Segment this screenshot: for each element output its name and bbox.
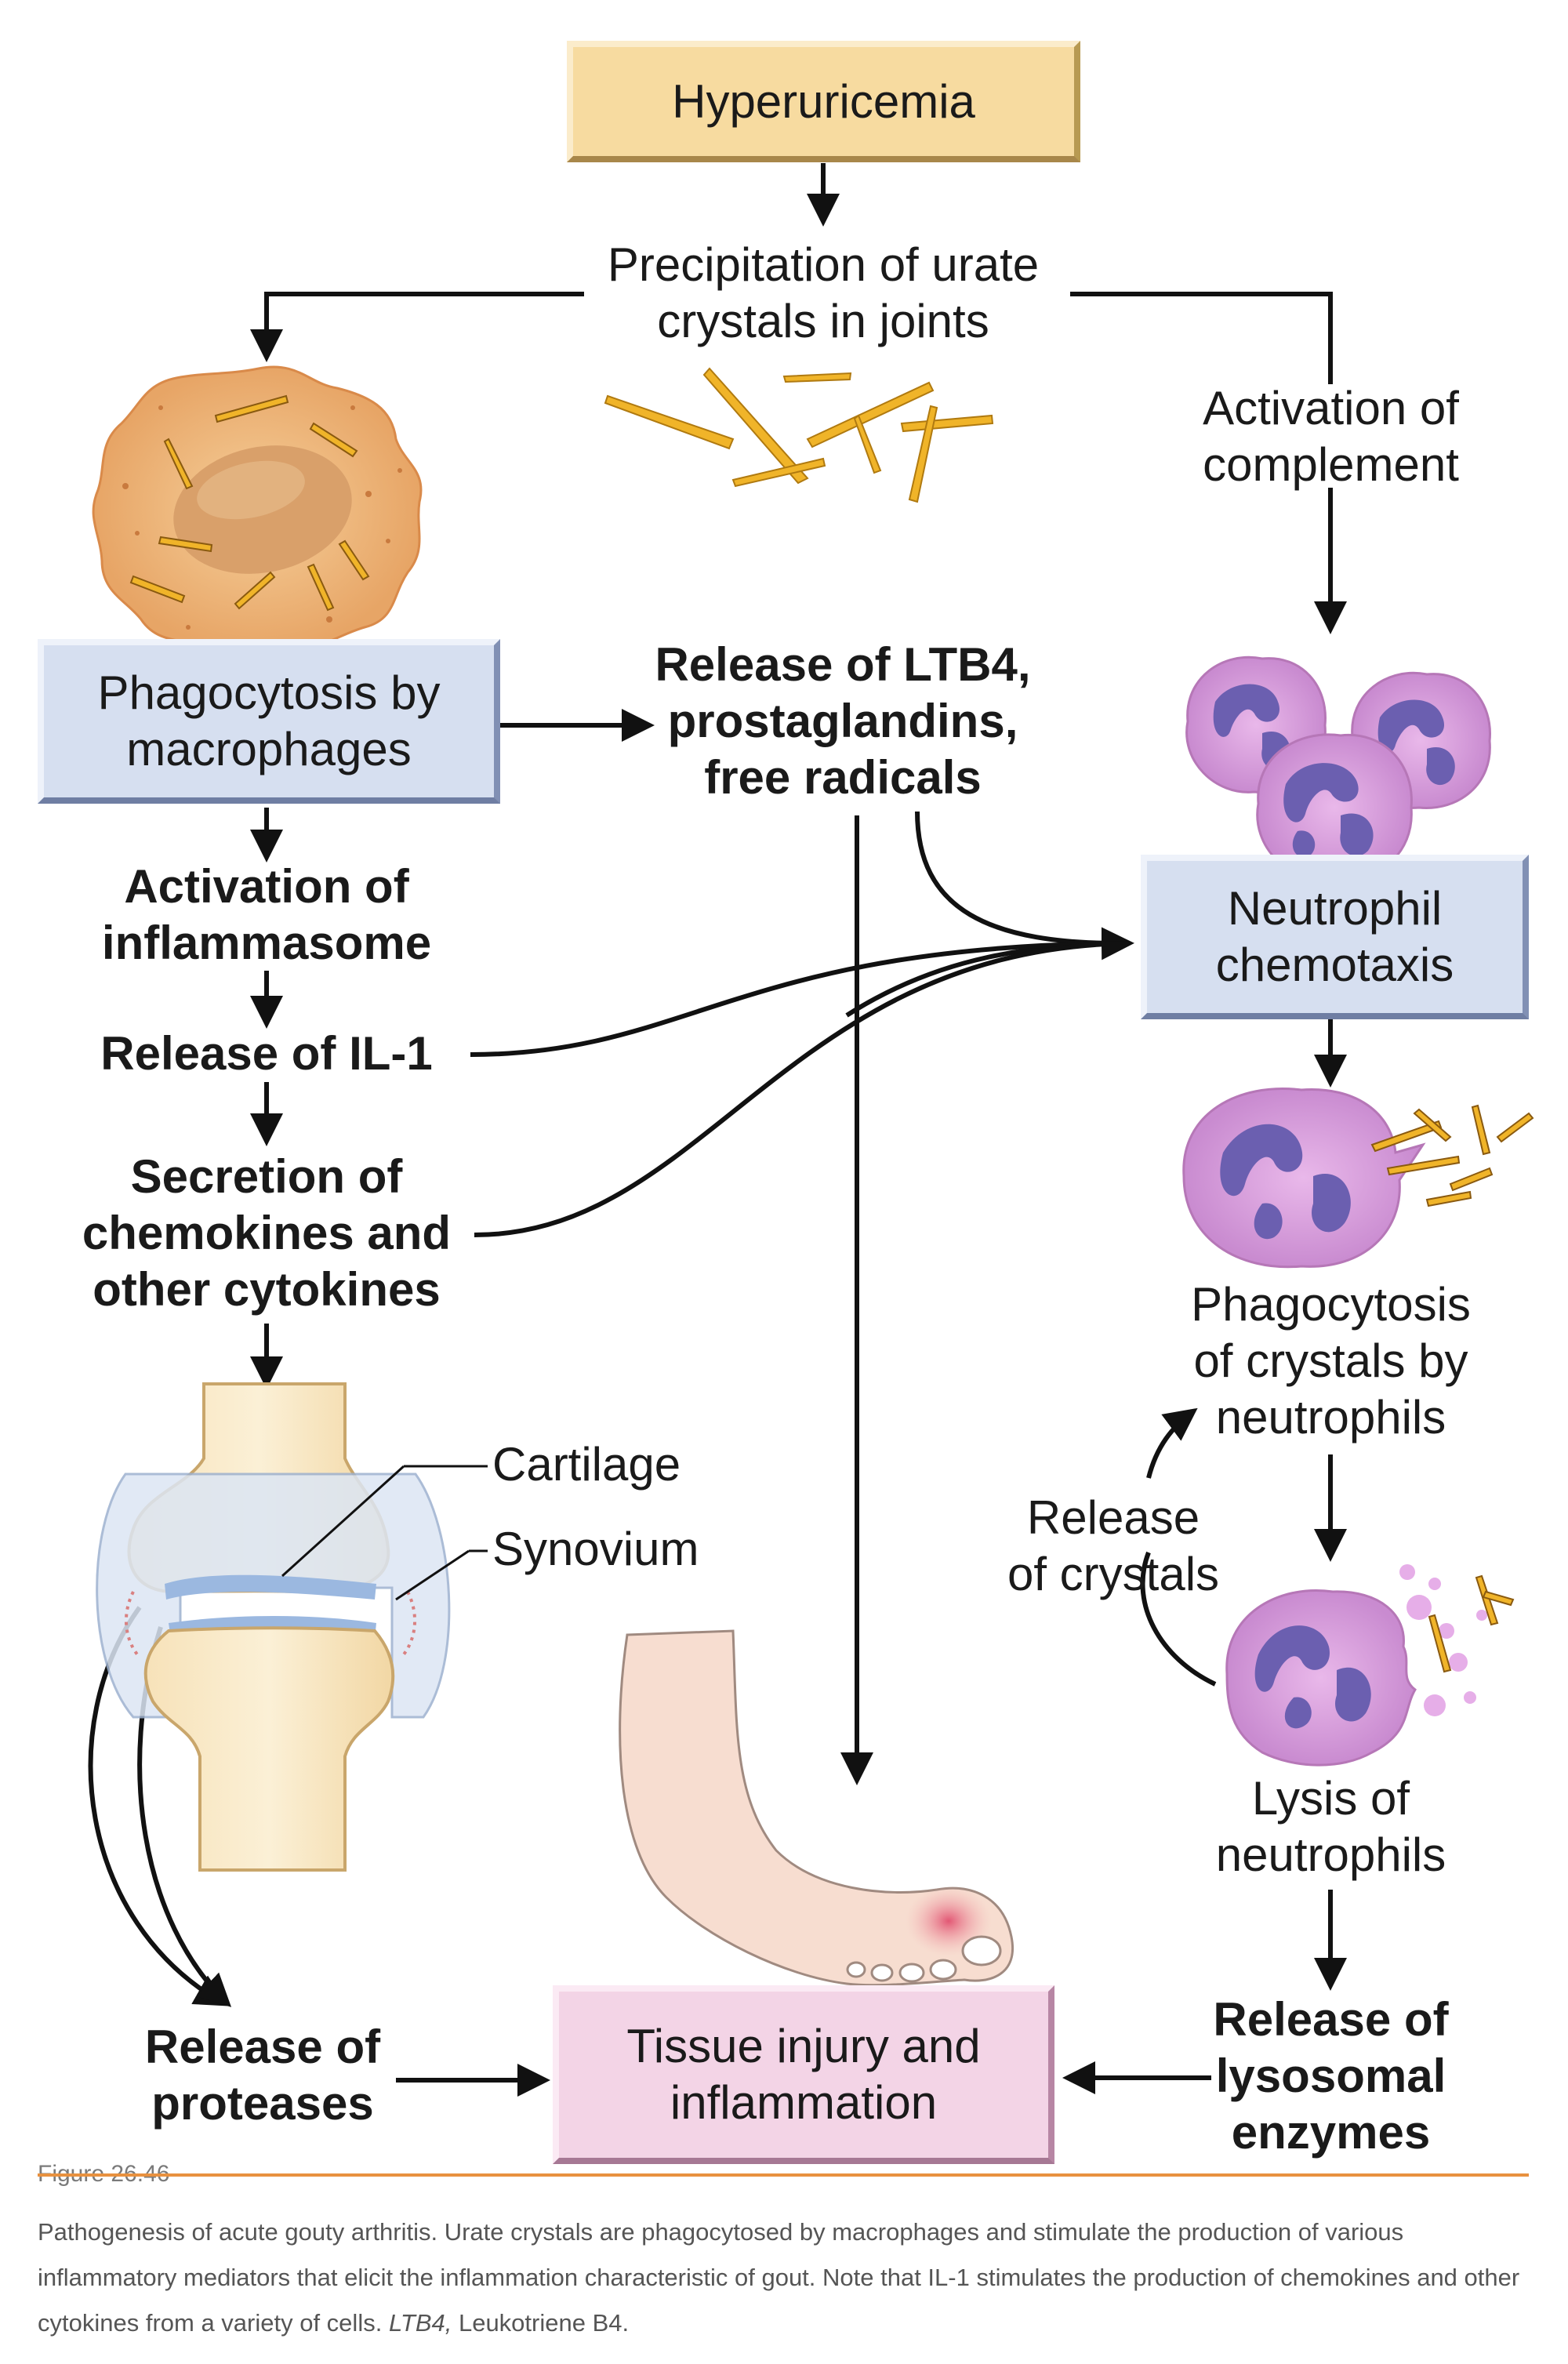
phagocytosis-neutrophils-label: Phagocytosis of crystals by neutrophils (1152, 1276, 1509, 1446)
complement-line-2: complement (1203, 438, 1459, 491)
curve-release-crystals-bottom (1140, 1551, 1217, 1687)
neutrophil-chemotaxis-box: Neutrophil chemotaxis (1141, 855, 1529, 1019)
phagocytosis-macrophages-line-2: macrophages (126, 723, 412, 775)
inflammasome-label: Activation of inflammasome (47, 859, 486, 971)
lysosomal-label: Release of lysosomal enzymes (1168, 1992, 1494, 2161)
caption-text-2: Leukotriene B4. (452, 2309, 630, 2337)
release-crystals-line-2: of crystals (1007, 1548, 1220, 1600)
phagocytosis-neutrophils-line-1: Phagocytosis (1191, 1278, 1471, 1331)
secretion-line-1: Secretion of (130, 1150, 403, 1203)
neutrophil-chemotaxis-line-1: Neutrophil (1227, 882, 1443, 935)
release-ltb4-label: Release of LTB4, prostaglandins, free ra… (619, 637, 1066, 806)
lysing-neutrophil-icon (1225, 1564, 1515, 1767)
release-ltb4-line-2: prostaglandins, (667, 695, 1018, 747)
secretion-line-2: chemokines and (82, 1207, 452, 1259)
tissue-injury-box: Tissue injury and inflammation (553, 1985, 1054, 2164)
neutrophil-cluster-icon (1185, 655, 1491, 882)
secretion-label: Secretion of chemokines and other cytoki… (47, 1149, 486, 1318)
line-secretion-to-chemotaxis (474, 941, 1130, 1237)
lysis-label: Lysis of neutrophils (1168, 1770, 1494, 1883)
release-il1-label: Release of IL-1 (100, 1027, 433, 1080)
caption-divider (38, 2173, 1529, 2177)
connector-lines (88, 163, 1347, 2097)
proteases-label: Release of proteases (94, 2019, 431, 2132)
caption-text-1: Pathogenesis of acute gouty arthritis. U… (38, 2218, 1520, 2337)
lysosomal-line-1: Release of (1213, 1993, 1449, 2046)
phagocytosis-macrophages-line-1: Phagocytosis by (97, 666, 441, 719)
phagocytosis-macrophages-box: Phagocytosis by macrophages (38, 639, 500, 804)
release-crystals-line-1: Release (1026, 1491, 1200, 1544)
release-ltb4-line-1: Release of LTB4, (655, 638, 1031, 691)
neutrophil-phagocytosing-icon (1182, 1088, 1534, 1269)
synovium-label: Synovium (492, 1523, 699, 1575)
line-il1-to-chemotaxis (470, 941, 1130, 1057)
release-crystals-label: Release of crystals (984, 1490, 1243, 1603)
foot-icon (619, 1629, 1014, 1987)
diagram-graphics (88, 163, 1534, 2097)
proteases-line-2: proteases (151, 2077, 374, 2130)
inflammasome-line-2: inflammasome (101, 917, 432, 969)
urate-crystals-icon (604, 367, 994, 503)
tissue-injury-line-2: inflammation (670, 2076, 938, 2129)
inflammasome-line-1: Activation of (124, 860, 409, 913)
line-precipitation-to-complement (1070, 292, 1333, 384)
lysis-line-1: Lysis of (1251, 1772, 1410, 1825)
lysosomal-line-2: lysosomal (1215, 2050, 1446, 2102)
caption-abbreviation: LTB4, (388, 2309, 452, 2337)
phagocytosis-neutrophils-line-3: neutrophils (1215, 1391, 1446, 1443)
precipitation-label: Precipitation of urate crystals in joint… (549, 237, 1098, 350)
secretion-line-3: other cytokines (93, 1263, 441, 1316)
tissue-injury-line-1: Tissue injury and (626, 2020, 981, 2072)
lysosomal-line-3: enzymes (1231, 2106, 1431, 2159)
proteases-line-1: Release of (144, 2021, 381, 2073)
phagocytosis-neutrophils-line-2: of crystals by (1193, 1335, 1468, 1387)
curve-release-crystals-top (1146, 1407, 1198, 1479)
hyperuricemia-box: Hyperuricemia (567, 41, 1080, 162)
figure-caption: Pathogenesis of acute gouty arthritis. U… (38, 2210, 1535, 2346)
macrophage-with-crystals-icon (92, 365, 423, 653)
hyperuricemia-label: Hyperuricemia (672, 74, 975, 128)
neutrophil-chemotaxis-line-2: chemotaxis (1215, 939, 1454, 991)
arrow-ltb4-to-chemotaxis (915, 811, 1134, 960)
arrow-precipitation-to-macrophage (250, 292, 584, 362)
cartilage-label: Cartilage (492, 1438, 681, 1491)
release-ltb4-line-3: free radicals (704, 751, 982, 804)
lysis-line-2: neutrophils (1215, 1828, 1446, 1881)
complement-label: Activation of complement (1160, 380, 1501, 493)
complement-line-1: Activation of (1203, 382, 1459, 434)
precipitation-line-2: crystals in joints (657, 295, 989, 347)
knee-joint-icon (96, 1382, 488, 1872)
precipitation-line-1: Precipitation of urate (607, 238, 1040, 291)
